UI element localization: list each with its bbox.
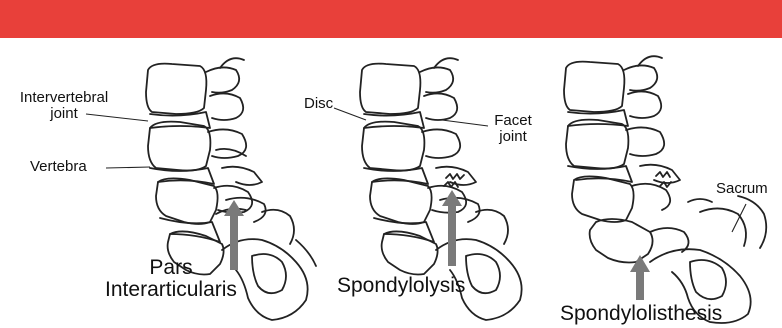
label-sacrum: Sacrum: [716, 181, 768, 197]
label-spondylolisthesis: Spondylolisthesis: [560, 303, 722, 325]
vertebral-body: [146, 64, 206, 114]
arrow-spondylolisthesis-head: [630, 255, 650, 272]
label-disc: Disc: [304, 96, 333, 112]
label-intervertebral-line2: joint: [6, 106, 122, 122]
vertebral-body: [148, 122, 210, 171]
disc: [364, 168, 428, 184]
label-pars-line2: Interarticularis: [104, 279, 238, 301]
vertebral-body: [370, 178, 432, 224]
label-intervertebral-joint: Intervertebral joint: [6, 90, 122, 122]
vertebral-body: [566, 120, 628, 169]
arrow-spondylolisthesis-shaft: [636, 270, 644, 300]
pars-fracture: [446, 174, 464, 179]
label-vertebra: Vertebra: [30, 159, 87, 175]
label-pars-line1: Pars: [104, 257, 238, 279]
vertebral-body: [572, 176, 634, 222]
disc: [568, 166, 632, 182]
leader-vertebra: [106, 167, 150, 168]
label-facet-line1: Facet: [490, 113, 536, 129]
slipped-vertebral-body: [590, 219, 653, 263]
arrow-spondylolysis-shaft: [448, 204, 456, 266]
vertebral-body: [382, 231, 438, 274]
pars-fracture: [656, 172, 670, 177]
label-intervertebral-line1: Intervertebral: [6, 90, 122, 106]
vertebral-body: [362, 122, 424, 171]
vertebral-body: [564, 62, 624, 112]
leader-sacrum: [732, 204, 746, 232]
leader-facet-joint: [442, 120, 488, 126]
label-spondylolysis: Spondylolysis: [337, 275, 465, 297]
disc: [150, 168, 214, 184]
vertebral-body: [156, 178, 218, 224]
label-pars-interarticularis: Pars Interarticularis: [104, 257, 238, 301]
arrow-pars-head: [224, 200, 244, 216]
vertebral-body: [360, 64, 420, 114]
leader-disc: [334, 108, 366, 120]
label-facet-line2: joint: [490, 129, 536, 145]
label-facet-joint: Facet joint: [490, 113, 536, 145]
